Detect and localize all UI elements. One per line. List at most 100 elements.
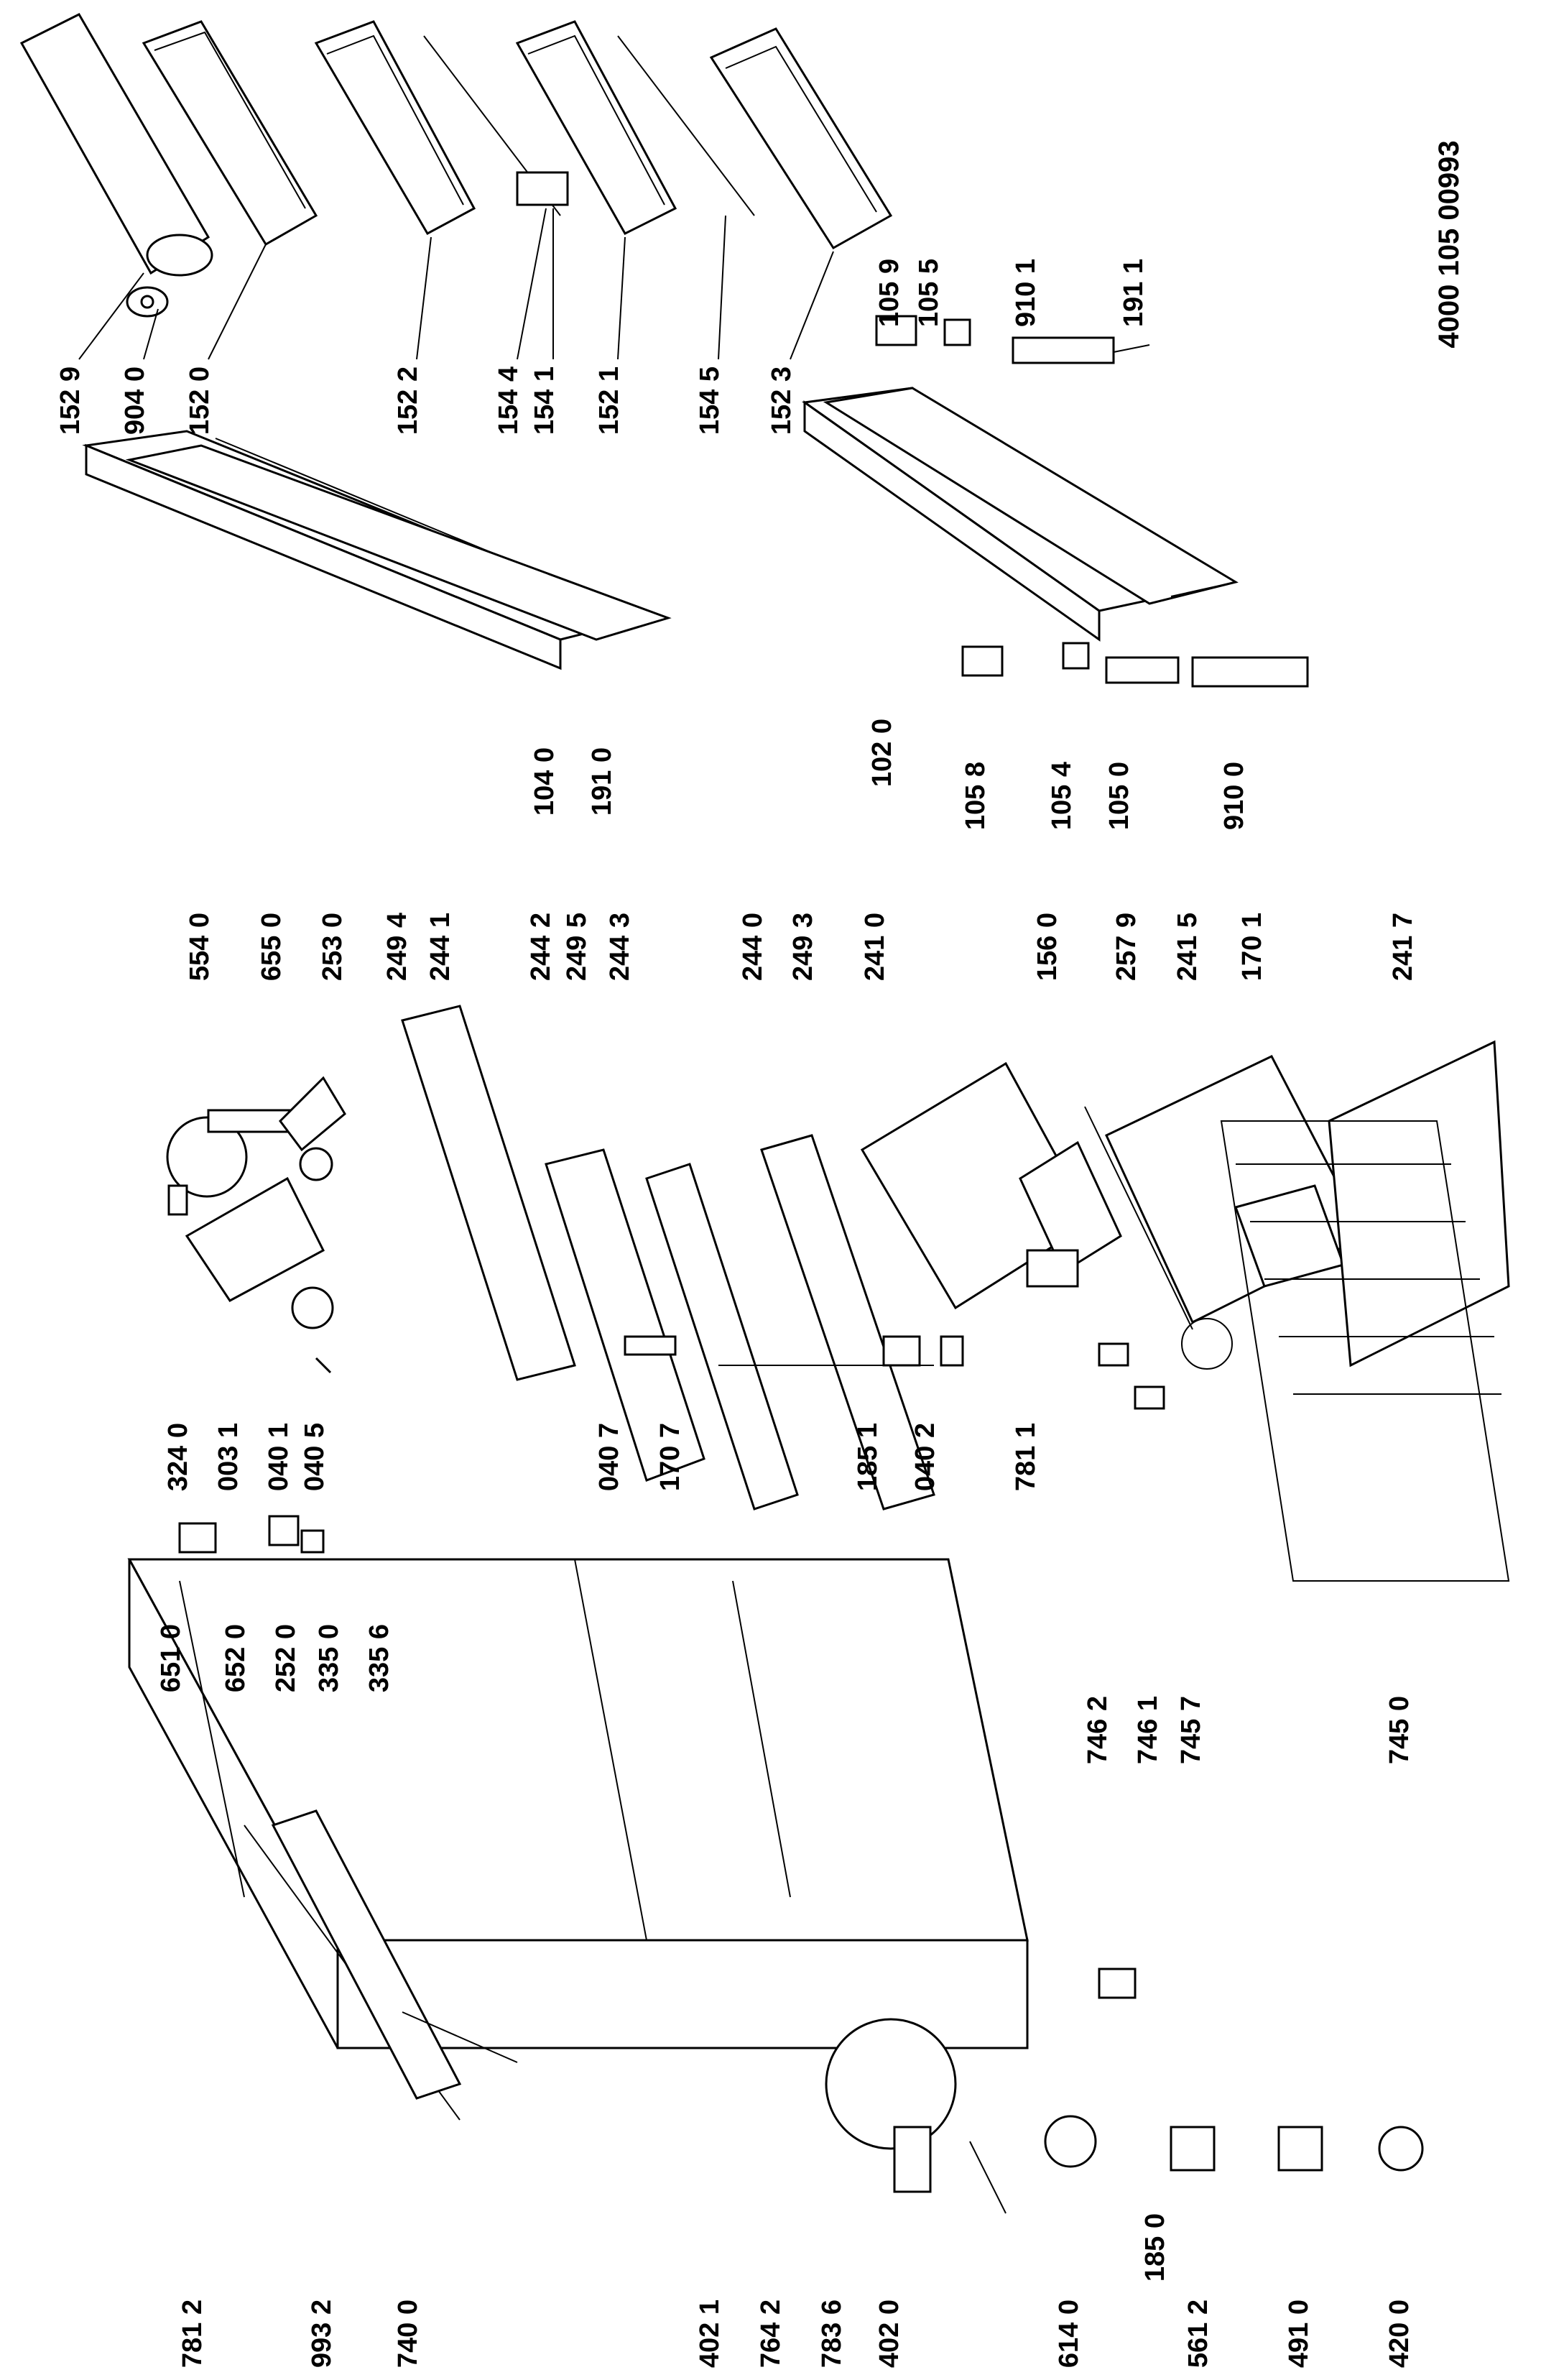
- part-number-label: 170 7: [655, 1423, 685, 1491]
- part-4200-drawing: [1378, 2126, 1424, 2172]
- part-lamp-cover-drawing: [279, 1076, 346, 1152]
- part-cabinet-drawing: [127, 1558, 1029, 2049]
- part-number-label: 910 1: [1011, 259, 1041, 327]
- part-number-label: 745 0: [1384, 1696, 1415, 1764]
- part-number-label: 152 0: [185, 366, 215, 435]
- part-number-label: 105 9: [874, 259, 904, 327]
- part-screw-drawing: [167, 1184, 188, 1216]
- part-number-label: 244 0: [738, 913, 768, 981]
- part-number-label: 402 1: [695, 2300, 725, 2368]
- part-thermostat-knob-drawing: [185, 1176, 325, 1302]
- part-number-label: 249 3: [788, 913, 818, 981]
- part-door-handle-drawing: [19, 13, 213, 318]
- part-number-label: 746 1: [1133, 1696, 1163, 1764]
- part-number-label: 249 4: [382, 913, 412, 981]
- part-324-drawing: [178, 1522, 217, 1554]
- part-door-shelf-drawing: [142, 20, 318, 246]
- part-number-label: 185 1: [853, 1423, 883, 1491]
- part-freezer-gasket-drawing: [823, 387, 1239, 605]
- part-hinge-1050-drawing: [1105, 656, 1180, 684]
- part-7461-drawing: [1134, 1385, 1165, 1410]
- part-number-label: 904 0: [120, 366, 150, 435]
- part-number-label: 244 2: [526, 913, 556, 981]
- part-1851-drawing: [882, 1335, 921, 1367]
- part-0405-drawing: [300, 1529, 325, 1554]
- part-glass-shelf-4-drawing: [760, 1134, 935, 1510]
- part-7457-drawing: [1181, 1318, 1233, 1370]
- part-number-label: 655 0: [256, 913, 287, 981]
- part-divider-rod-drawing: [1084, 1106, 1193, 1330]
- part-bottle-shelf-drawing: [709, 27, 893, 250]
- part-number-label: 040 1: [264, 1423, 294, 1491]
- part-6140-drawing: [1044, 2115, 1097, 2168]
- part-number-label: 491 0: [1284, 2300, 1314, 2368]
- part-door-shelf-3-drawing: [515, 20, 677, 235]
- part-number-label: 252 0: [271, 1624, 301, 1692]
- part-number-label: 191 1: [1119, 259, 1149, 327]
- part-number-label: 614 0: [1054, 2300, 1084, 2368]
- part-number-label: 781 1: [1011, 1423, 1041, 1491]
- part-compressor-drawing: [825, 2018, 957, 2150]
- part-number-label: 335 0: [314, 1624, 344, 1692]
- part-bulb-drawing: [299, 1147, 333, 1181]
- part-number-label: 561 2: [1183, 2300, 1213, 2368]
- part-ice-tray-drawing: [1019, 1140, 1122, 1274]
- part-number-label: 040 7: [594, 1423, 624, 1491]
- part-number-label: 554 0: [185, 913, 215, 981]
- part-number-label: 105 8: [961, 762, 991, 830]
- part-number-label: 652 0: [221, 1624, 251, 1692]
- part-knob-drawing: [291, 1286, 334, 1329]
- part-number-label: 191 0: [587, 747, 617, 816]
- part-number-label: 152 9: [55, 366, 85, 435]
- part-number-label: 241 7: [1388, 913, 1418, 981]
- part-9932-drawing: [402, 2011, 518, 2063]
- part-number-label: 156 0: [1032, 913, 1063, 981]
- part-lamp-holder-drawing: [166, 1116, 248, 1198]
- part-number-label: 324 0: [163, 1423, 193, 1491]
- part-number-label: 154 1: [529, 366, 560, 435]
- part-number-label: 104 0: [529, 747, 560, 816]
- part-number-label: 105 5: [914, 259, 944, 327]
- part-number-label: 783 6: [817, 2300, 847, 2368]
- part-number-label: 040 2: [910, 1423, 940, 1491]
- part-number-label: 420 0: [1384, 2300, 1415, 2368]
- part-number-label: 335 6: [364, 1624, 394, 1692]
- part-number-label: 105 0: [1104, 762, 1134, 830]
- part-clip-drawing: [516, 171, 569, 206]
- part-number-label: 152 3: [767, 366, 797, 435]
- part-number-label: 253 0: [318, 913, 348, 981]
- part-hinge-1055-drawing: [943, 318, 971, 346]
- part-glass-shelf-1-drawing: [401, 1005, 576, 1381]
- part-0402-drawing: [940, 1335, 964, 1367]
- part-number-label: 152 2: [393, 366, 423, 435]
- part-number-label: 241 0: [860, 913, 890, 981]
- part-1850-drawing: [1098, 1968, 1137, 1999]
- part-hinge-9101-drawing: [1012, 336, 1115, 364]
- part-7462-drawing: [1098, 1342, 1129, 1367]
- part-fridge-gasket-drawing: [125, 444, 672, 641]
- part-number-label: 651 0: [156, 1624, 186, 1692]
- part-glass-shelf-2-drawing: [545, 1148, 705, 1482]
- part-number-label: 040 5: [300, 1423, 330, 1491]
- leader-lines: [78, 208, 1236, 597]
- part-number-label: 257 9: [1111, 913, 1142, 981]
- part-4910-drawing: [1277, 2126, 1323, 2172]
- part-7836-drawing: [969, 2141, 1006, 2214]
- document-code: 4000 105 00993: [1433, 140, 1465, 348]
- part-number-label: 105 4: [1047, 762, 1077, 830]
- part-number-label: 152 1: [594, 366, 624, 435]
- part-number-label: 170 1: [1237, 913, 1267, 981]
- part-number-label: 185 0: [1140, 2213, 1170, 2282]
- part-number-label: 781 2: [177, 2300, 208, 2368]
- part-spring-drawing: [315, 1357, 332, 1374]
- part-hinge-1054-drawing: [1062, 642, 1090, 670]
- part-drawings: [19, 13, 1510, 2214]
- part-number-label: 740 0: [393, 2300, 423, 2368]
- part-number-label: 154 5: [695, 366, 725, 435]
- part-number-label: 102 0: [867, 719, 897, 787]
- part-glass-shelf-3-drawing: [645, 1163, 799, 1510]
- part-number-label: 249 5: [562, 913, 592, 981]
- part-number-label: 745 7: [1176, 1696, 1206, 1764]
